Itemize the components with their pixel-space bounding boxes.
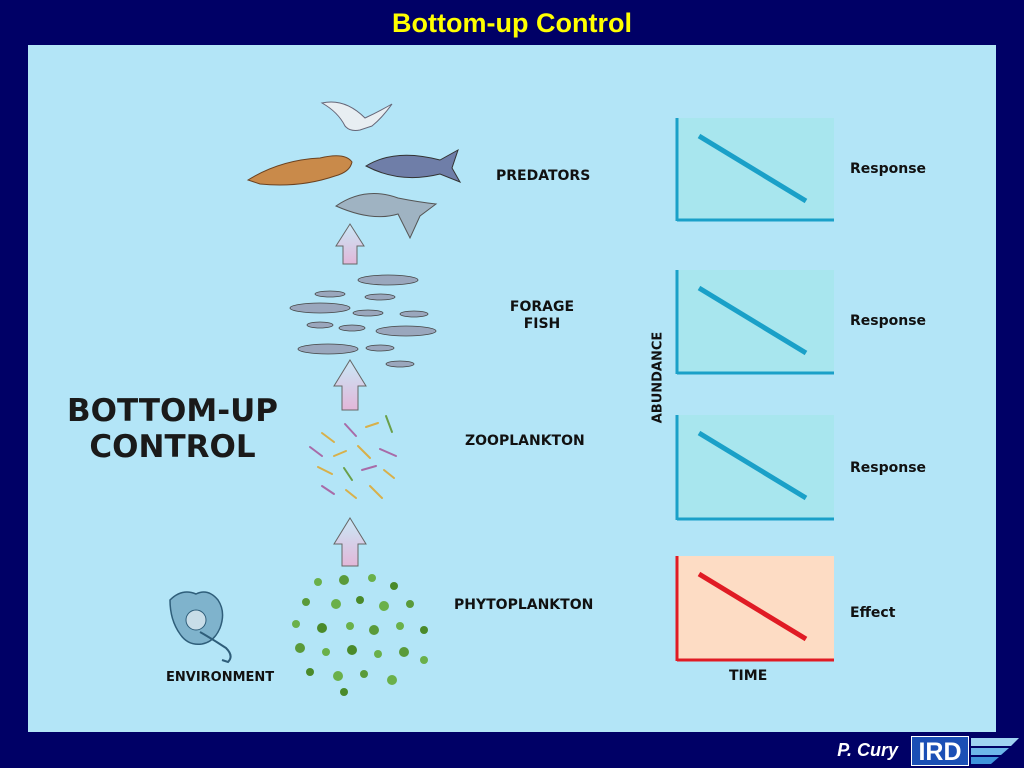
slide-title: Bottom-up Control <box>392 8 632 38</box>
ird-logo: IRD <box>911 736 1021 766</box>
chart-label-forage-fish: Response <box>850 313 927 329</box>
y-axis-label: ABUNDANCE <box>650 331 666 424</box>
chart-label-zooplankton: Response <box>850 460 927 476</box>
arrow-up-2 <box>333 359 367 411</box>
trend-line <box>697 430 808 501</box>
environment-label: ENVIRONMENT <box>166 670 275 685</box>
chart-label-phytoplankton: Effect <box>850 605 896 621</box>
seagull-icon <box>320 101 393 131</box>
environment-figure-icon <box>169 591 232 664</box>
level-label-zooplankton: ZOOPLANKTON <box>465 433 585 449</box>
x-axis-label: TIME <box>729 668 768 684</box>
shark-icon <box>334 193 438 240</box>
level-label-phytoplankton: PHYTOPLANKTON <box>454 597 594 613</box>
chart-phytoplankton <box>675 556 834 662</box>
forage-fish-icons <box>289 274 437 368</box>
seal-icon <box>246 155 353 186</box>
chart-label-predators: Response <box>850 161 927 177</box>
trend-line <box>697 571 808 642</box>
chart-zooplankton <box>675 415 834 521</box>
trend-line <box>697 285 808 356</box>
phytoplankton-icons <box>292 574 428 696</box>
trend-line <box>697 133 808 204</box>
arrow-up-3 <box>333 517 367 567</box>
level-label-forage-fish: FORAGE FISH <box>509 299 575 332</box>
chart-forage-fish <box>675 270 834 375</box>
tuna-icon <box>364 148 462 183</box>
level-label-predators: PREDATORS <box>496 168 591 184</box>
bottom-up-control-heading: BOTTOM-UP CONTROL <box>67 393 278 465</box>
chart-predators <box>675 118 834 222</box>
zooplankton-icons <box>309 415 397 499</box>
author-credit: P. Cury <box>837 740 898 760</box>
arrow-up-1 <box>335 223 365 265</box>
